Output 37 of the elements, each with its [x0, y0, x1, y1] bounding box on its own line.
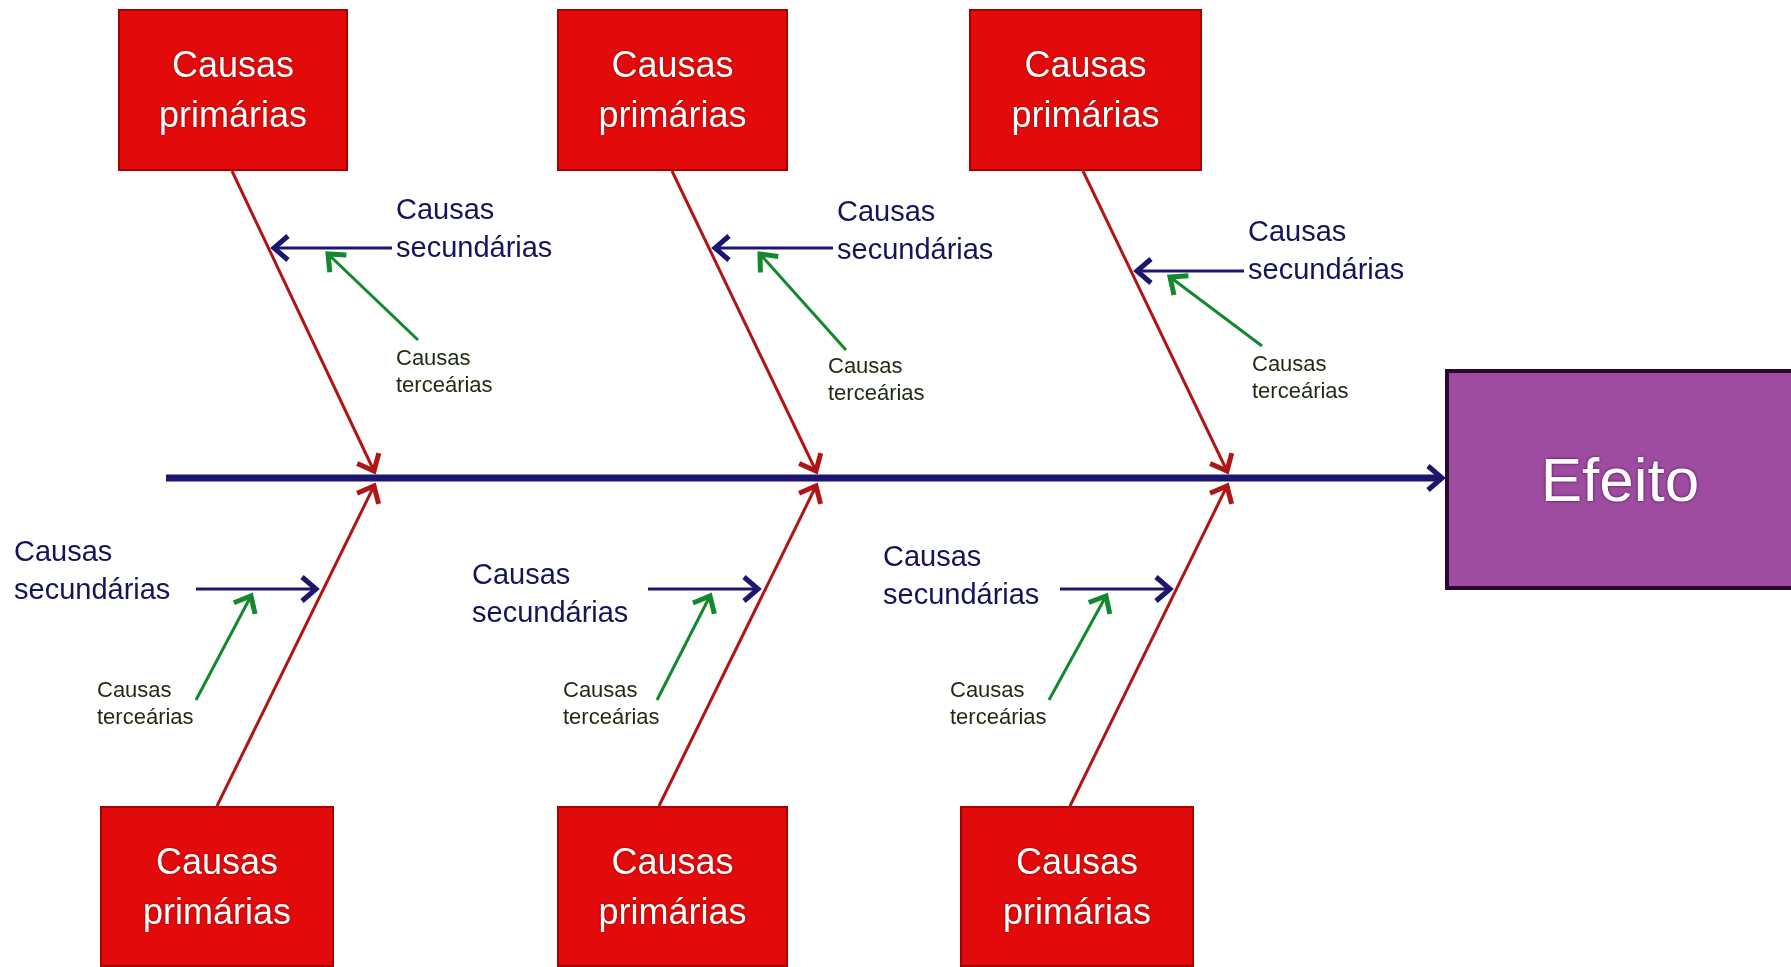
- secondary-cause-label: Causas secundárias: [883, 537, 1040, 613]
- arrow: [648, 574, 761, 604]
- arrow: [757, 251, 848, 351]
- arrow: [1060, 574, 1173, 604]
- arrow: [194, 593, 258, 701]
- secondary-cause-label: Causas secundárias: [837, 192, 994, 268]
- secondary-cause-label: Causas secundárias: [396, 190, 553, 266]
- secondary-cause-label: Causas secundárias: [14, 532, 171, 608]
- arrow: [1068, 483, 1235, 807]
- secondary-cause-label: Causas secundárias: [1248, 212, 1405, 288]
- arrow: [215, 483, 382, 807]
- arrow: [1047, 593, 1113, 701]
- tertiary-cause-label: Causas terceárias: [97, 676, 194, 730]
- arrow: [271, 233, 392, 263]
- tertiary-cause-label: Causas terceárias: [396, 344, 493, 398]
- arrow: [196, 574, 319, 604]
- arrow: [1134, 256, 1244, 286]
- arrow: [670, 170, 824, 474]
- tertiary-cause-label: Causas terceárias: [563, 676, 660, 730]
- primary-cause-box: Causas primárias: [118, 9, 348, 171]
- primary-cause-box: Causas primárias: [557, 806, 788, 967]
- arrow: [230, 170, 382, 474]
- arrow: [657, 483, 824, 807]
- arrow: [655, 593, 717, 701]
- arrow: [1167, 273, 1263, 348]
- secondary-cause-label: Causas secundárias: [472, 555, 629, 631]
- arrow: [1081, 170, 1235, 474]
- tertiary-cause-label: Causas terceárias: [828, 352, 925, 406]
- arrow: [712, 233, 833, 263]
- primary-cause-box: Causas primárias: [969, 9, 1202, 171]
- arrow: [325, 251, 420, 342]
- primary-cause-box: Causas primárias: [557, 9, 788, 171]
- tertiary-cause-label: Causas terceárias: [1252, 350, 1349, 404]
- primary-cause-box: Causas primárias: [960, 806, 1194, 967]
- effect-box: Efeito: [1445, 369, 1791, 590]
- tertiary-cause-label: Causas terceárias: [950, 676, 1047, 730]
- primary-cause-box: Causas primárias: [100, 806, 334, 967]
